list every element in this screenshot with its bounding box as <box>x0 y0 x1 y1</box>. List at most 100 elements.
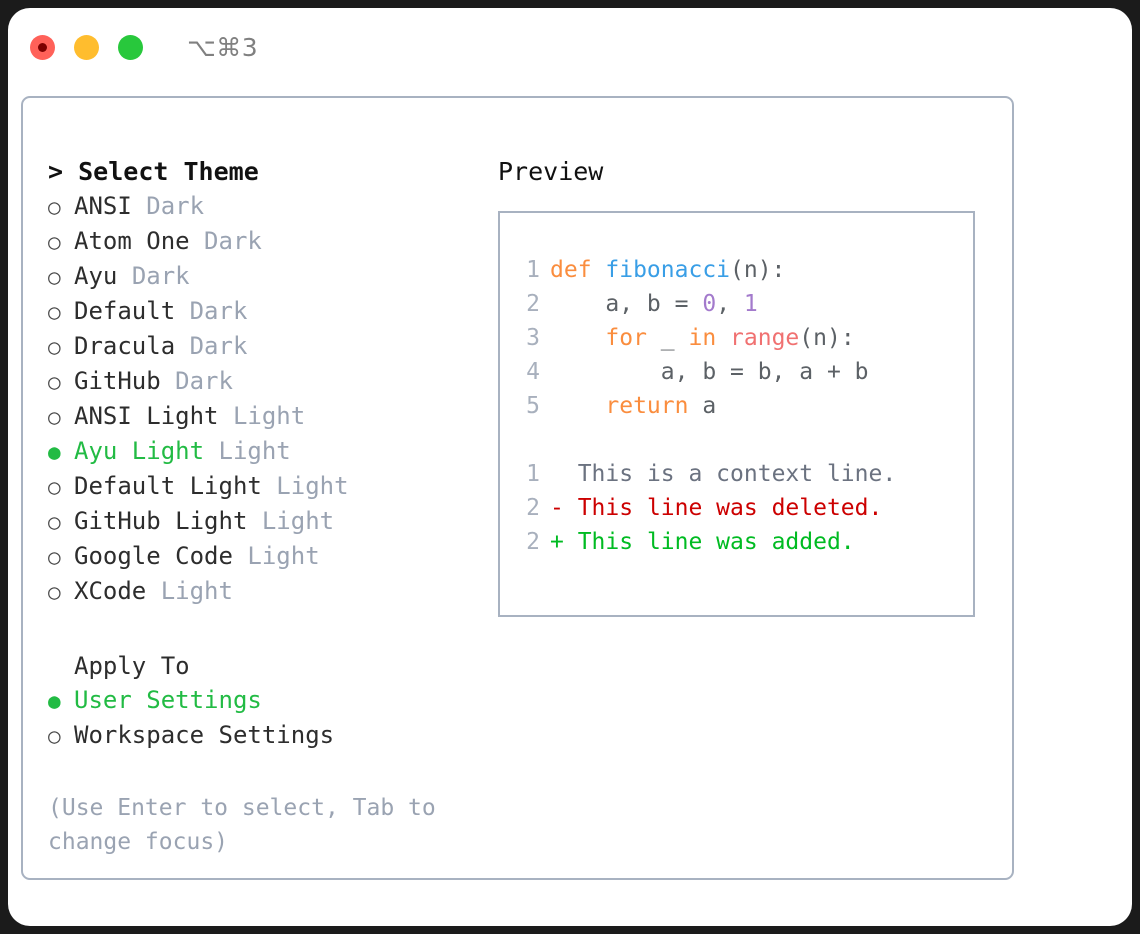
code-token-pl: (n): <box>730 257 786 283</box>
label-badge-gap <box>204 434 218 468</box>
theme-option-github[interactable]: ○GitHub Dark <box>48 364 485 399</box>
radio-unselected-icon: ○ <box>48 265 61 289</box>
apply-to-option-user-settings[interactable]: ● User Settings <box>48 683 485 718</box>
diff-spacer <box>516 423 973 457</box>
apply-to-option-label: Workspace Settings <box>74 721 335 749</box>
label-badge-gap <box>161 364 175 398</box>
theme-option-dracula[interactable]: ○Dracula Dark <box>48 329 485 364</box>
theme-option-label: Ayu <box>74 262 118 290</box>
code-token-kw: for <box>605 325 647 351</box>
preview-heading: Preview <box>498 157 604 186</box>
theme-option-label: GitHub <box>74 367 161 395</box>
theme-option-label: Dracula <box>74 332 176 360</box>
label-badge-gap <box>219 399 233 433</box>
line-number: 5 <box>526 393 540 419</box>
select-theme-label: Select Theme <box>78 157 259 186</box>
radio-unselected-icon: ○ <box>48 195 61 219</box>
focus-caret: > <box>48 157 64 186</box>
code-token-pl <box>550 325 605 351</box>
theme-option-badge: Dark <box>189 297 248 325</box>
label-badge-gap <box>233 539 247 573</box>
diff-marker: - <box>550 495 564 521</box>
window-title: ⌥⌘3 <box>187 32 259 62</box>
diff-sample: 1 This is a context line.2- This line wa… <box>516 457 973 559</box>
theme-option-label: Default Light <box>74 472 262 500</box>
apply-to-option-label: User Settings <box>74 686 262 714</box>
radio-unselected-icon: ○ <box>48 475 61 499</box>
radio-unselected-icon: ○ <box>48 230 61 254</box>
radio-selected-icon: ● <box>48 440 61 464</box>
theme-option-badge: Dark <box>204 227 262 255</box>
diff-marker: + <box>550 529 564 555</box>
radio-unselected-icon: ○ <box>48 405 61 429</box>
section-spacer <box>48 609 485 649</box>
line-number: 2 <box>526 529 540 555</box>
minimize-button[interactable] <box>74 34 99 60</box>
apply-to-heading: Apply To <box>74 652 190 680</box>
label-badge-gap <box>132 189 146 223</box>
theme-option-default-light[interactable]: ○ Default Light Light <box>48 469 485 504</box>
radio-unselected-icon: ○ <box>48 300 61 324</box>
code-line: 5 return a <box>516 389 973 423</box>
theme-option-ansi-light[interactable]: ○ ANSI Light Light <box>48 399 485 434</box>
theme-option-label: Default <box>74 297 176 325</box>
label-badge-gap <box>117 259 131 293</box>
maximize-button[interactable] <box>118 34 143 60</box>
theme-option-badge: Light <box>276 472 349 500</box>
app-window: ⌥⌘3 > Select Theme ○ANSI Dark○Atom One D… <box>8 8 1132 926</box>
theme-option-default[interactable]: ○ Default Dark <box>48 294 485 329</box>
radio-selected-icon: ● <box>48 689 61 713</box>
line-number: 4 <box>526 359 540 385</box>
line-number: 2 <box>526 291 540 317</box>
theme-option-label: Atom One <box>74 227 190 255</box>
theme-option-label: Ayu Light <box>74 437 205 465</box>
theme-option-list: ○ANSI Dark○Atom One Dark○Ayu Dark○Defaul… <box>48 189 485 609</box>
theme-option-google-code[interactable]: ○Google Code Light <box>48 539 485 574</box>
theme-option-label: GitHub Light <box>74 507 248 535</box>
theme-option-badge: Light <box>218 437 291 465</box>
code-token-kw: return <box>605 393 689 419</box>
radio-unselected-icon: ○ <box>48 724 61 748</box>
apply-to-option-workspace-settings[interactable]: ○ Workspace Settings <box>48 718 485 753</box>
code-token-fn: fibonacci <box>605 257 731 283</box>
label-badge-gap <box>175 294 189 328</box>
label-badge-gap <box>262 469 276 503</box>
theme-panel: > Select Theme ○ANSI Dark○Atom One Dark○… <box>23 98 485 878</box>
theme-option-github-light[interactable]: ○GitHub Light Light <box>48 504 485 539</box>
code-token-call: range <box>730 325 800 351</box>
code-token-pl: (n): <box>799 325 855 351</box>
theme-option-badge: Light <box>232 402 306 430</box>
diff-text: This line was deleted. <box>563 495 883 521</box>
title-bar: ⌥⌘3 <box>8 8 1132 86</box>
line-number: 1 <box>526 257 540 283</box>
code-line: 2 a, b = 0, 1 <box>516 287 973 321</box>
code-line: 4 a, b = b, a + b <box>516 355 973 389</box>
diff-line-ctx: 1 This is a context line. <box>516 457 973 491</box>
radio-unselected-icon: ○ <box>48 510 61 534</box>
theme-option-badge: Dark <box>146 192 205 220</box>
label-badge-gap <box>146 574 160 608</box>
radio-unselected-icon: ○ <box>48 580 61 604</box>
line-number: 1 <box>526 461 540 487</box>
theme-option-ayu-light[interactable]: ● Ayu Light Light <box>48 434 485 469</box>
theme-option-badge: Dark <box>175 367 233 395</box>
radio-unselected-icon: ○ <box>48 335 61 359</box>
diff-line-del: 2- This line was deleted. <box>516 491 973 525</box>
code-token-pl <box>550 393 605 419</box>
select-theme-heading-text <box>63 157 78 186</box>
theme-option-badge: Light <box>160 577 233 605</box>
theme-option-atom-one[interactable]: ○ Atom One Dark <box>48 224 485 259</box>
theme-option-ayu[interactable]: ○Ayu Dark <box>48 259 485 294</box>
theme-option-xcode[interactable]: ○XCode Light <box>48 574 485 609</box>
theme-option-label: ANSI Light <box>74 402 219 430</box>
line-number: 3 <box>526 325 540 351</box>
code-text: a, b = 0, 1 <box>550 287 758 321</box>
theme-option-ansi[interactable]: ○ANSI Dark <box>48 189 485 224</box>
keyboard-hint: (Use Enter to select, Tab to change focu… <box>48 795 450 855</box>
code-text: return a <box>550 389 716 423</box>
window-controls <box>30 34 143 60</box>
close-button[interactable] <box>30 34 55 60</box>
code-token-num: 1 <box>743 291 758 317</box>
